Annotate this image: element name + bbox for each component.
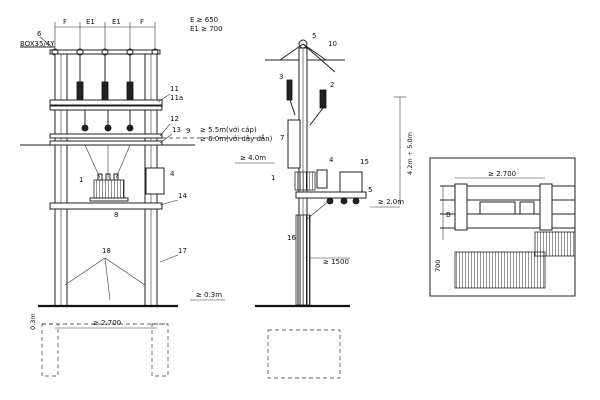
callout-4-front: 4 [170, 170, 175, 178]
height-right-label: 4.2m ÷ 5.0m [406, 132, 414, 175]
width-2700-left: ≥ 2.700 [93, 319, 121, 327]
width-2700-plan: ≥ 2.700 [488, 170, 516, 178]
callout-5-side: 5 [368, 186, 372, 194]
callout-7: 7 [280, 134, 284, 142]
lv-cabinet-side [339, 171, 363, 195]
clear-03-label: ≥ 0.3m [196, 291, 222, 299]
callout-5-top: 5 [312, 32, 316, 40]
callout-13: 13 [172, 126, 181, 134]
callout-9: 9 [186, 127, 190, 135]
cable-side [287, 119, 301, 169]
callout-1-side: 1 [271, 174, 275, 182]
callout-2: 2 [330, 81, 334, 89]
platform-front [49, 202, 163, 210]
dim-e1-b: E1 [112, 18, 121, 26]
callout-10: 10 [328, 40, 337, 48]
callout-11: 11 [170, 85, 179, 93]
dim-f-left: F [63, 18, 67, 26]
depth-left-label: 0.3m [29, 313, 37, 330]
callout-14: 14 [178, 192, 187, 200]
ground-wire-label: BOX35/4Y [20, 40, 55, 48]
clear-bare-label: ≥ 6.0m(với dây dẫn) [200, 134, 273, 143]
plan-platform [454, 251, 546, 289]
clear-2m-label: ≥ 2.0m [378, 198, 404, 206]
pole-wrap [295, 214, 311, 306]
callout-4-side: 4 [329, 156, 334, 164]
side-elevation: 5 10 3 2 7 1 4 15 5 ≥ 4.0m ≥ 2.0m [235, 32, 414, 379]
callout-1-front: 1 [79, 176, 83, 184]
e1-min-label: E1 ≥ 700 [190, 25, 223, 33]
arrester-side [319, 89, 327, 109]
callout-6: 6 [37, 30, 42, 38]
callout-18: 18 [102, 247, 111, 255]
transformer-front [89, 173, 129, 202]
plan-700-label: 700 [434, 260, 442, 272]
e-min-label: E ≥ 650 [190, 16, 218, 24]
plan-view: ≥ 2.700 B 700 [429, 157, 576, 297]
callout-11a: 11a [170, 94, 183, 102]
dim-e1-a: E1 [86, 18, 95, 26]
callout-8: 8 [114, 211, 118, 219]
lightning-arresters [81, 110, 134, 132]
callout-12: 12 [170, 115, 179, 123]
dim-f-right: F [140, 18, 144, 26]
callout-16: 16 [287, 234, 296, 242]
front-elevation: F E1 E1 F BOX35/4Y 6 11 [20, 18, 273, 377]
plan-frame [429, 157, 576, 297]
fuse-cutouts [76, 54, 134, 105]
transformer-side [294, 171, 316, 191]
plan-b-label: B [446, 211, 451, 219]
lv-cabinet-front [145, 167, 165, 195]
plan-transformer [479, 201, 516, 215]
clear-4m-label: ≥ 4.0m [240, 154, 266, 162]
dist-1500-label: ≥ 1500 [323, 258, 349, 266]
clear-cable-label: ≥ 5.5m(với cáp) [200, 126, 257, 134]
callout-15: 15 [360, 158, 369, 166]
fuse-side [286, 79, 293, 101]
callout-17: 17 [178, 247, 187, 255]
callout-3: 3 [279, 73, 283, 81]
